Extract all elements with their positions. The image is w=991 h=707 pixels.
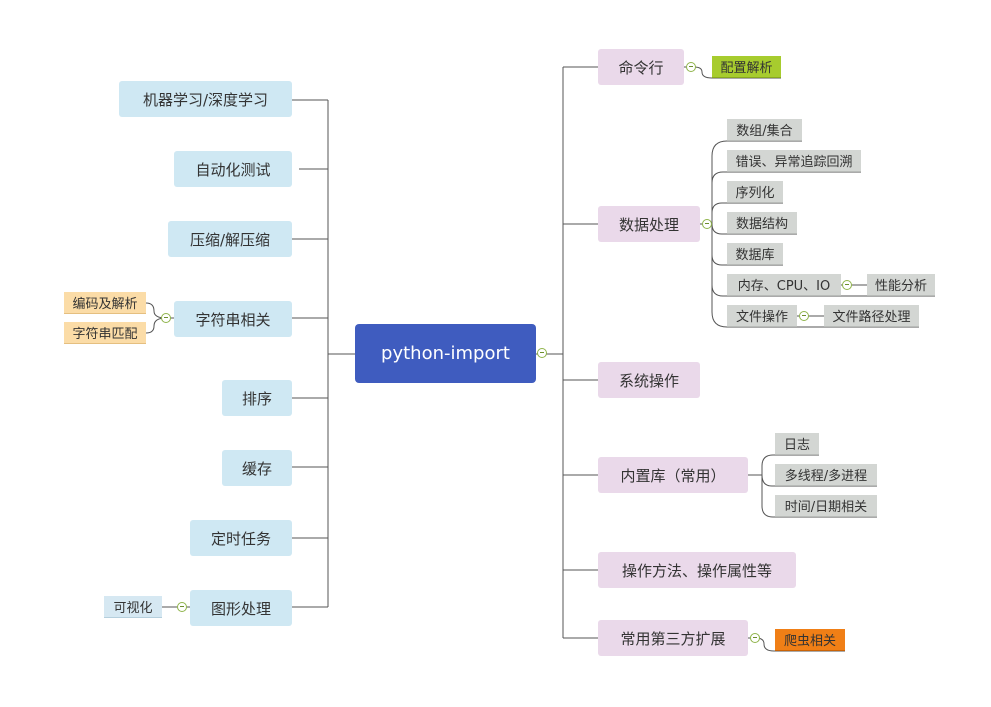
topic-auto-test[interactable]: 自动化测试	[174, 151, 292, 187]
root-node[interactable]: python-import	[355, 324, 536, 383]
topic-sort[interactable]: 排序	[222, 380, 292, 416]
leaf-data-struct[interactable]: 数据结构	[727, 212, 797, 234]
leaf-data-set[interactable]: 数组/集合	[727, 119, 802, 141]
topic-cache[interactable]: 缓存	[222, 450, 292, 486]
topic-schedule[interactable]: 定时任务	[190, 520, 292, 556]
connector	[761, 454, 819, 475]
leaf-data-file[interactable]: 文件操作	[727, 305, 797, 327]
leaf-builtin-thread[interactable]: 多线程/多进程	[775, 464, 877, 486]
leaf-builtin-time[interactable]: 时间/日期相关	[775, 495, 877, 517]
topic-system[interactable]: 系统操作	[598, 362, 700, 398]
connector	[711, 224, 824, 328]
leaf-cli-parse[interactable]: 配置解析	[712, 56, 781, 78]
connector	[64, 302, 167, 319]
collapse-icon[interactable]	[177, 602, 187, 612]
connector	[711, 140, 802, 224]
topic-compress[interactable]: 压缩/解压缩	[168, 221, 292, 257]
collapse-icon[interactable]	[686, 62, 696, 72]
topic-data[interactable]: 数据处理	[598, 206, 700, 242]
topic-ops[interactable]: 操作方法、操作属性等	[598, 552, 796, 588]
connector	[761, 475, 877, 518]
connector	[64, 317, 167, 334]
topic-string[interactable]: 字符串相关	[174, 301, 292, 337]
leaf-string-encode[interactable]: 编码及解析	[64, 292, 146, 314]
connector	[711, 202, 783, 224]
collapse-icon[interactable]	[750, 633, 760, 643]
leaf-data-mem[interactable]: 内存、CPU、IO	[727, 274, 841, 296]
collapse-icon[interactable]	[842, 280, 852, 290]
leaf-third-crawler[interactable]: 爬虫相关	[775, 629, 845, 651]
collapse-icon[interactable]	[161, 313, 171, 323]
connector	[711, 171, 861, 224]
leaf-data-path[interactable]: 文件路径处理	[824, 305, 919, 327]
connector	[684, 66, 781, 79]
leaf-data-perf[interactable]: 性能分析	[867, 274, 935, 296]
collapse-icon[interactable]	[537, 348, 547, 358]
topic-cli[interactable]: 命令行	[598, 49, 684, 85]
topic-image[interactable]: 图形处理	[190, 590, 292, 626]
topic-ml[interactable]: 机器学习/深度学习	[119, 81, 292, 117]
leaf-data-error[interactable]: 错误、异常追踪回溯	[727, 150, 861, 172]
topic-third[interactable]: 常用第三方扩展	[598, 620, 748, 656]
topic-builtin[interactable]: 内置库（常用）	[598, 457, 748, 493]
leaf-data-db[interactable]: 数据库	[727, 243, 783, 265]
leaf-visualize[interactable]: 可视化	[104, 596, 162, 618]
leaf-builtin-log[interactable]: 日志	[775, 433, 819, 455]
leaf-data-serialize[interactable]: 序列化	[727, 181, 783, 203]
collapse-icon[interactable]	[799, 311, 809, 321]
leaf-string-match[interactable]: 字符串匹配	[64, 322, 146, 344]
collapse-icon[interactable]	[702, 219, 712, 229]
